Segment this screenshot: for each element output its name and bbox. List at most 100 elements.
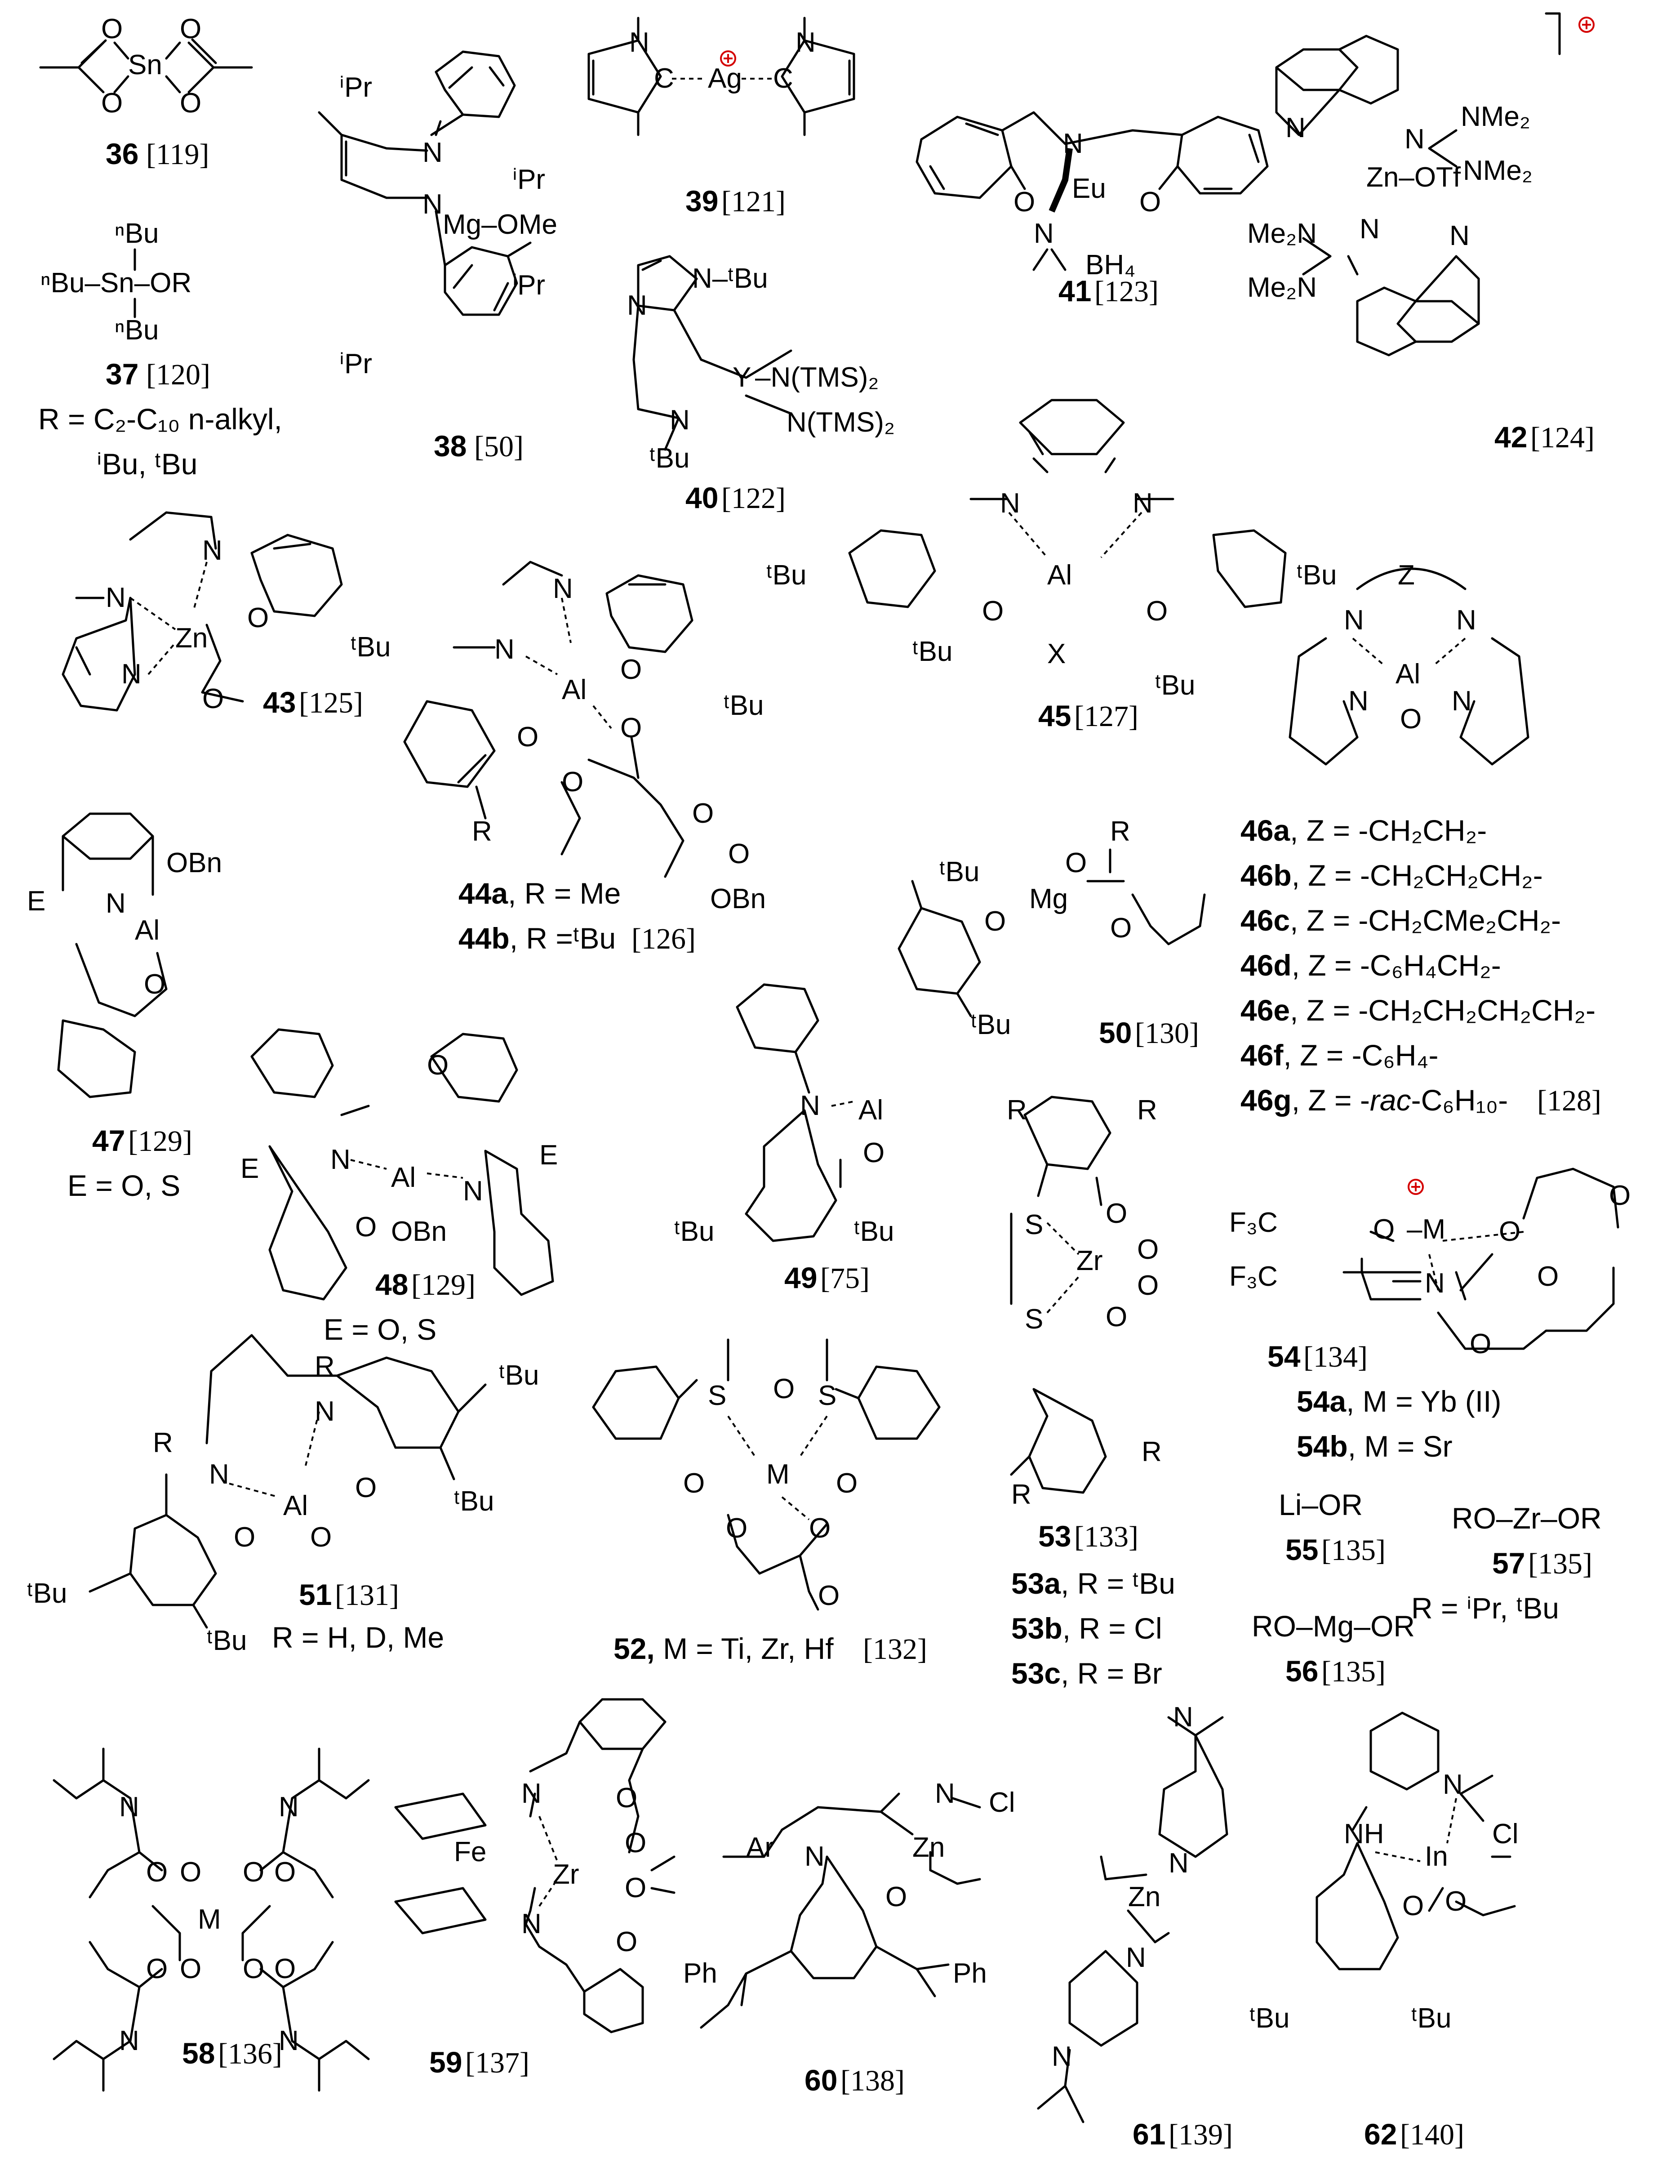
atom-n-58-1: N <box>119 1792 139 1823</box>
atom-e-48-2: E <box>539 1140 558 1171</box>
atom-mg-ome: Mg–OMe <box>443 209 557 240</box>
compound-46: Z N N Al N N O 46a, Z = -CH₂CH₂- 46b, Z … <box>1240 560 1601 1117</box>
compound-55: Li–OR 55 [135] <box>1279 1488 1386 1567</box>
atom-sn: Sn <box>128 49 162 80</box>
atom-r-51-1: R <box>315 1351 335 1382</box>
compound-45-number: 45 <box>1038 699 1071 732</box>
atom-o-53-4: O <box>1106 1301 1127 1333</box>
atom-tbu-62-2: ᵗBu <box>1411 2003 1451 2034</box>
atom-n-46-4: N <box>1452 686 1472 717</box>
atom-f3c-54-1: F₃C <box>1229 1207 1278 1238</box>
atom-ar-60: Ar <box>746 1832 774 1863</box>
compound-47-ref: [129] <box>128 1125 192 1158</box>
atom-o-50-3: O <box>1110 913 1132 944</box>
atom-n-tbu: N–ᵗBu <box>692 263 768 294</box>
compound-44-ref: [126] <box>631 923 696 955</box>
atom-eu: Eu <box>1072 173 1106 204</box>
compound-59-ref: [137] <box>465 2046 529 2079</box>
compound-37: ⁿBu ⁿBu–Sn–OR ⁿBu 37 [120] R = C₂-C₁₀ n-… <box>38 218 282 481</box>
atom-ag: Ag <box>708 63 742 94</box>
atom-n-45-2: N <box>1133 488 1153 519</box>
atom-zr-53: Zr <box>1076 1245 1103 1276</box>
atom-o-53-3: O <box>1137 1270 1159 1301</box>
atom-tbu-62-1: ᵗBu <box>1249 2003 1289 2034</box>
atom-o-58-4: O <box>274 1857 296 1888</box>
atom-o-58-7: O <box>243 1953 264 1984</box>
atom-tbu-49-2: ᵗBu <box>854 1216 894 1247</box>
atom-o-45-2: O <box>1146 596 1168 627</box>
atom-mg-50: Mg <box>1029 883 1068 914</box>
compound-57: RO–Zr–OR 57 [135] R = ⁱPr, ᵗBu <box>1411 1502 1602 1625</box>
compound-62: N NH In Cl O O ᵗBu ᵗBu 62 [140] <box>1249 1712 1519 2151</box>
compound-61: N N Zn N N 61 [139] <box>1037 1702 1233 2151</box>
atom-o-51-1: O <box>355 1472 377 1503</box>
atom-z-46: Z <box>1398 560 1415 591</box>
atom-o-48-2: O <box>355 1212 377 1243</box>
compound-50: ᵗBu R O Mg O O ᵗBu 50 [130] <box>898 816 1206 1050</box>
atom-m-52: M <box>766 1459 790 1490</box>
compound-58: N N O O O O M O O O O N N 58 [136] <box>53 1747 370 2092</box>
compound-46e-label: 46e, Z = -CH₂CH₂CH₂CH₂- <box>1240 994 1596 1027</box>
atom-o-52-4: O <box>726 1513 747 1544</box>
atom-o-52-5: O <box>809 1513 831 1544</box>
atom-n-61-2: N <box>1169 1848 1189 1879</box>
atom-o-44-5: O <box>692 798 714 829</box>
atom-o-43-2: O <box>202 683 224 714</box>
compound-46g-label: 46g, Z = -rac-C₆H₁₀- <box>1240 1083 1508 1117</box>
atom-al-49: Al <box>858 1095 883 1126</box>
atom-n-47: N <box>106 888 126 919</box>
atom-o-52-6: O <box>818 1580 840 1611</box>
atom-y: Y <box>733 362 751 393</box>
atom-e-47: E <box>27 886 45 917</box>
compound-57-note: R = ⁱPr, ᵗBu <box>1411 1591 1559 1625</box>
atom-n-39-1: N <box>629 27 649 58</box>
atom-ntms-1: –N(TMS)₂ <box>755 362 879 393</box>
compound-45-ref: [127] <box>1074 700 1138 733</box>
atom-o-52-1: O <box>773 1373 795 1404</box>
compound-50-ref: [130] <box>1135 1017 1199 1050</box>
atom-o-44-2: O <box>517 722 538 753</box>
compound-50-number: 50 <box>1099 1016 1132 1049</box>
compound-47-note: E = O, S <box>67 1169 180 1202</box>
atom-o-62-2: O <box>1445 1886 1467 1917</box>
atom-o-58-3: O <box>243 1857 264 1888</box>
atom-o-47: O <box>144 969 165 1000</box>
atom-ipr-3: ⁱPr <box>512 270 545 301</box>
atom-ipr-1: ⁱPr <box>339 72 372 103</box>
atom-c-39-2: C <box>773 63 793 94</box>
compound-53c-label: 53c, R = Br <box>1011 1657 1162 1690</box>
atom-in-62: In <box>1425 1841 1448 1872</box>
atom-o-48-1: O <box>427 1050 449 1081</box>
compound-62-number: 62 <box>1364 2117 1397 2151</box>
atom-zr-59: Zr <box>553 1859 579 1890</box>
atom-o-44-4: O <box>562 767 583 798</box>
atom-m-58: M <box>198 1904 221 1935</box>
compound-41-ref: [123] <box>1094 275 1159 308</box>
atom-n-48-1: N <box>330 1144 351 1175</box>
compound-47: E N Al OBn O 47 [129] E = O, S <box>27 812 222 1202</box>
atom-n-61-1: N <box>1173 1702 1193 1733</box>
atom-o-58-1: O <box>146 1857 168 1888</box>
atom-tbu-51-3: ᵗBu <box>27 1578 67 1609</box>
compound-47-number: 47 <box>92 1124 125 1157</box>
compound-46b-label: 46b, Z = -CH₂CH₂CH₂- <box>1240 859 1543 892</box>
compound-49-number: 49 <box>784 1261 817 1294</box>
compound-42: N N NMe₂ NMe₂ Zn–OTf Me₂N Me₂N N N 42 [1… <box>1247 12 1595 454</box>
atom-obn-47: OBn <box>166 847 222 878</box>
compound-53b-label: 53b, R = Cl <box>1011 1612 1162 1645</box>
atom-obn-44: OBn <box>710 883 766 914</box>
atom-o-49: O <box>863 1137 884 1168</box>
atom-o3: O <box>101 88 123 119</box>
atom-n-40-a: N <box>627 290 647 321</box>
atom-o-50-1: O <box>1065 847 1087 878</box>
compound-40-number: 40 <box>685 481 718 514</box>
atom-bh4: BH₄ <box>1085 250 1135 281</box>
atom-tbu-45-1: ᵗBu <box>766 560 806 591</box>
compound-40-ref: [122] <box>721 482 786 515</box>
atom-o-50-2: O <box>984 906 1006 937</box>
compound-57-ref: [135] <box>1528 1547 1592 1580</box>
compound-38-number: 38 <box>434 429 467 463</box>
compound-41: N Eu O O N BH₄ 41 [123] <box>916 111 1269 308</box>
compound-48: E N Al O N E O OBn 48 [129] E = O, S <box>240 1028 558 1346</box>
atom-o-41-2: O <box>1139 187 1161 218</box>
